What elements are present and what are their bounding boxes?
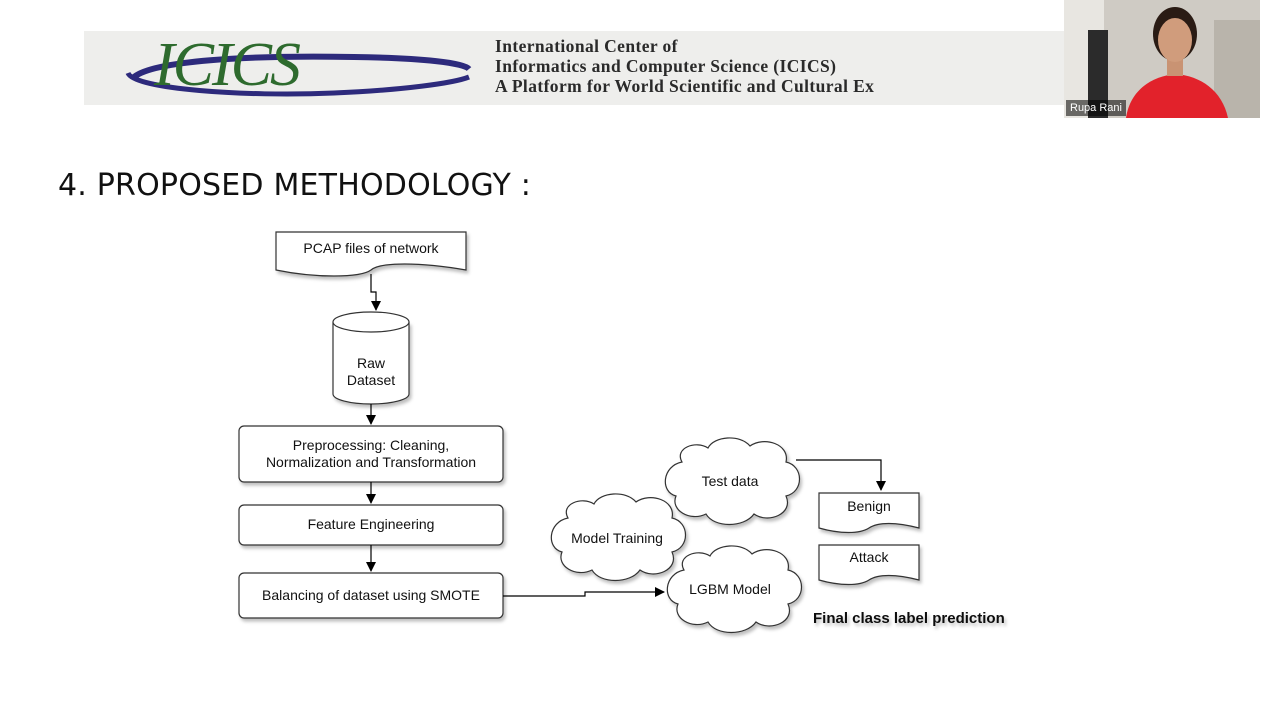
node-lgbm-label: LGBM Model <box>689 581 771 597</box>
node-preprocessing: Preprocessing: Cleaning, Normalization a… <box>238 425 504 483</box>
node-model-training: Model Training <box>550 493 687 582</box>
node-preprocessing-label-2: Normalization and Transformation <box>266 454 476 470</box>
slide-title: 4. PROPOSED METHODOLOGY : <box>58 168 532 203</box>
icics-logo: ICICS <box>125 33 472 99</box>
edge-pcap-to-raw <box>370 274 381 311</box>
banner-line-1: International Center of <box>495 36 678 56</box>
edge-testdata-to-benign <box>796 459 886 491</box>
node-balancing-smote: Balancing of dataset using SMOTE <box>238 572 504 619</box>
node-benign: Benign <box>818 492 920 534</box>
node-attack-label: Attack <box>850 549 890 565</box>
logo-lettering: ICICS <box>153 33 300 99</box>
participant-video <box>1064 0 1260 118</box>
prediction-caption: Final class label prediction <box>813 610 1005 627</box>
node-balancing-label: Balancing of dataset using SMOTE <box>262 587 480 603</box>
participant-name-label: Rupa Rani <box>1066 100 1126 116</box>
banner-line-3: A Platform for World Scientific and Cult… <box>495 76 875 96</box>
node-test-data: Test data <box>664 437 801 526</box>
node-raw-dataset: Raw Dataset <box>332 311 410 405</box>
node-lgbm-model: LGBM Model <box>666 545 803 634</box>
node-feature-engineering: Feature Engineering <box>238 504 504 546</box>
node-attack: Attack <box>818 544 920 586</box>
node-model-training-label: Model Training <box>571 530 663 546</box>
node-test-data-label: Test data <box>702 473 759 489</box>
banner-line-2: Informatics and Computer Science (ICICS) <box>495 56 837 76</box>
edge-balancing-to-lgbm <box>503 587 665 597</box>
node-raw-label-1: Raw <box>357 355 386 371</box>
node-preprocessing-label-1: Preprocessing: Cleaning, <box>293 437 449 453</box>
node-pcap-files: PCAP files of network <box>275 231 467 277</box>
banner-text: International Center of Informatics and … <box>495 36 874 96</box>
node-pcap-label: PCAP files of network <box>303 240 439 256</box>
node-feature-label: Feature Engineering <box>308 516 435 532</box>
node-benign-label: Benign <box>847 498 891 514</box>
participant-video-frame <box>1064 0 1260 118</box>
node-raw-label-2: Dataset <box>347 372 395 388</box>
